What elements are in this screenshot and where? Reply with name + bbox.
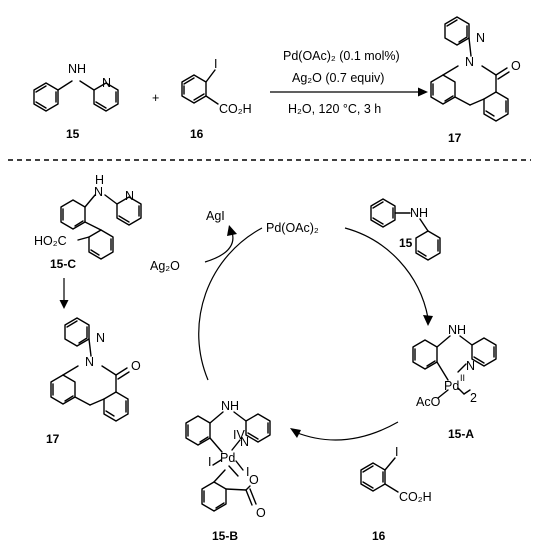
silver-iodide-label: AgI	[206, 209, 225, 223]
nh-label-15C-h: H	[95, 173, 104, 187]
compound-17-top: N N O 17	[430, 16, 521, 145]
nh-label-15A: NH	[448, 323, 466, 337]
pd-label-15A: Pd	[444, 379, 459, 393]
o-label-17: O	[511, 59, 521, 73]
compound-15-top: NH N 15	[33, 62, 119, 141]
pd-label-15B: Pd	[220, 451, 235, 465]
compound-16-top: I CO₂H 16	[181, 57, 252, 141]
compound-15-B: NH IV N I Pd I O O 15-B	[185, 399, 271, 543]
iodine-label-16: I	[214, 57, 217, 71]
compound-label-17: 17	[448, 131, 462, 145]
nh-label-15B: NH	[221, 399, 239, 413]
iodine-left-15B: I	[208, 455, 211, 469]
iodine-label-16c: I	[395, 445, 398, 459]
o-label-17b: O	[131, 359, 141, 373]
pyr-n-label-17: N	[476, 31, 485, 45]
compound-15-cycle: NH 15	[370, 198, 441, 261]
nh-label-15C-n: N	[94, 185, 103, 199]
compound-label-15: 15	[66, 127, 80, 141]
compound-label-15B: 15-B	[212, 529, 238, 543]
n-label-17: N	[465, 55, 474, 69]
o-label-15B-ring: O	[249, 473, 259, 487]
condition-solvent: H₂O, 120 °C, 3 h	[288, 102, 381, 116]
pd-oxidation-IV: IV	[233, 428, 245, 442]
compound-label-17b: 17	[46, 432, 60, 446]
condition-oxidant: Ag₂O (0.7 equiv)	[292, 71, 384, 85]
compound-17-bottom: N N O 17	[46, 317, 141, 446]
nh-label-15c: NH	[410, 206, 428, 220]
top-reaction-arrow	[270, 87, 428, 97]
ho2c-label-15C: HO₂C	[34, 234, 67, 248]
pyridine-n-label-15: N	[102, 76, 111, 90]
compound-15-C: N H N HO₂C 15-C	[34, 173, 142, 271]
co2h-label-16: CO₂H	[219, 102, 252, 116]
catalytic-cycle-arc	[198, 225, 433, 441]
compound-label-15c: 15	[399, 236, 413, 250]
compound-16-cycle: I CO₂H 16	[360, 445, 432, 543]
catalyst-label: Pd(OAc)₂	[266, 221, 319, 235]
n-label-17b: N	[85, 355, 94, 369]
plus-sign: +	[152, 91, 159, 105]
dimer-subscript: 2	[470, 391, 477, 405]
compound-label-16c: 16	[372, 529, 386, 543]
pyr-n-label-15C: N	[125, 189, 134, 203]
co2h-label-16c: CO₂H	[399, 490, 432, 504]
iodine-right-15B: I	[246, 465, 249, 479]
nh-label-15: NH	[68, 62, 86, 76]
arrow-15C-to-17	[59, 278, 69, 309]
compound-label-15C: 15-C	[50, 257, 76, 271]
compound-label-16: 16	[190, 127, 204, 141]
aco-label-15A: AcO	[416, 395, 441, 409]
o-label-15B-carbonyl: O	[256, 506, 266, 520]
compound-15-A: NH N Pd II AcO 2 15-A	[412, 323, 497, 441]
condition-catalyst: Pd(OAc)₂ (0.1 mol%)	[283, 49, 400, 63]
pyr-n-label-15B: N	[240, 435, 249, 449]
pyr-n-label-15A: N	[466, 359, 475, 373]
pyr-n-label-17b: N	[96, 331, 105, 345]
compound-label-15A: 15-A	[448, 427, 474, 441]
silver-oxide-label: Ag₂O	[150, 259, 180, 273]
pd-oxidation-II: II	[460, 373, 465, 383]
